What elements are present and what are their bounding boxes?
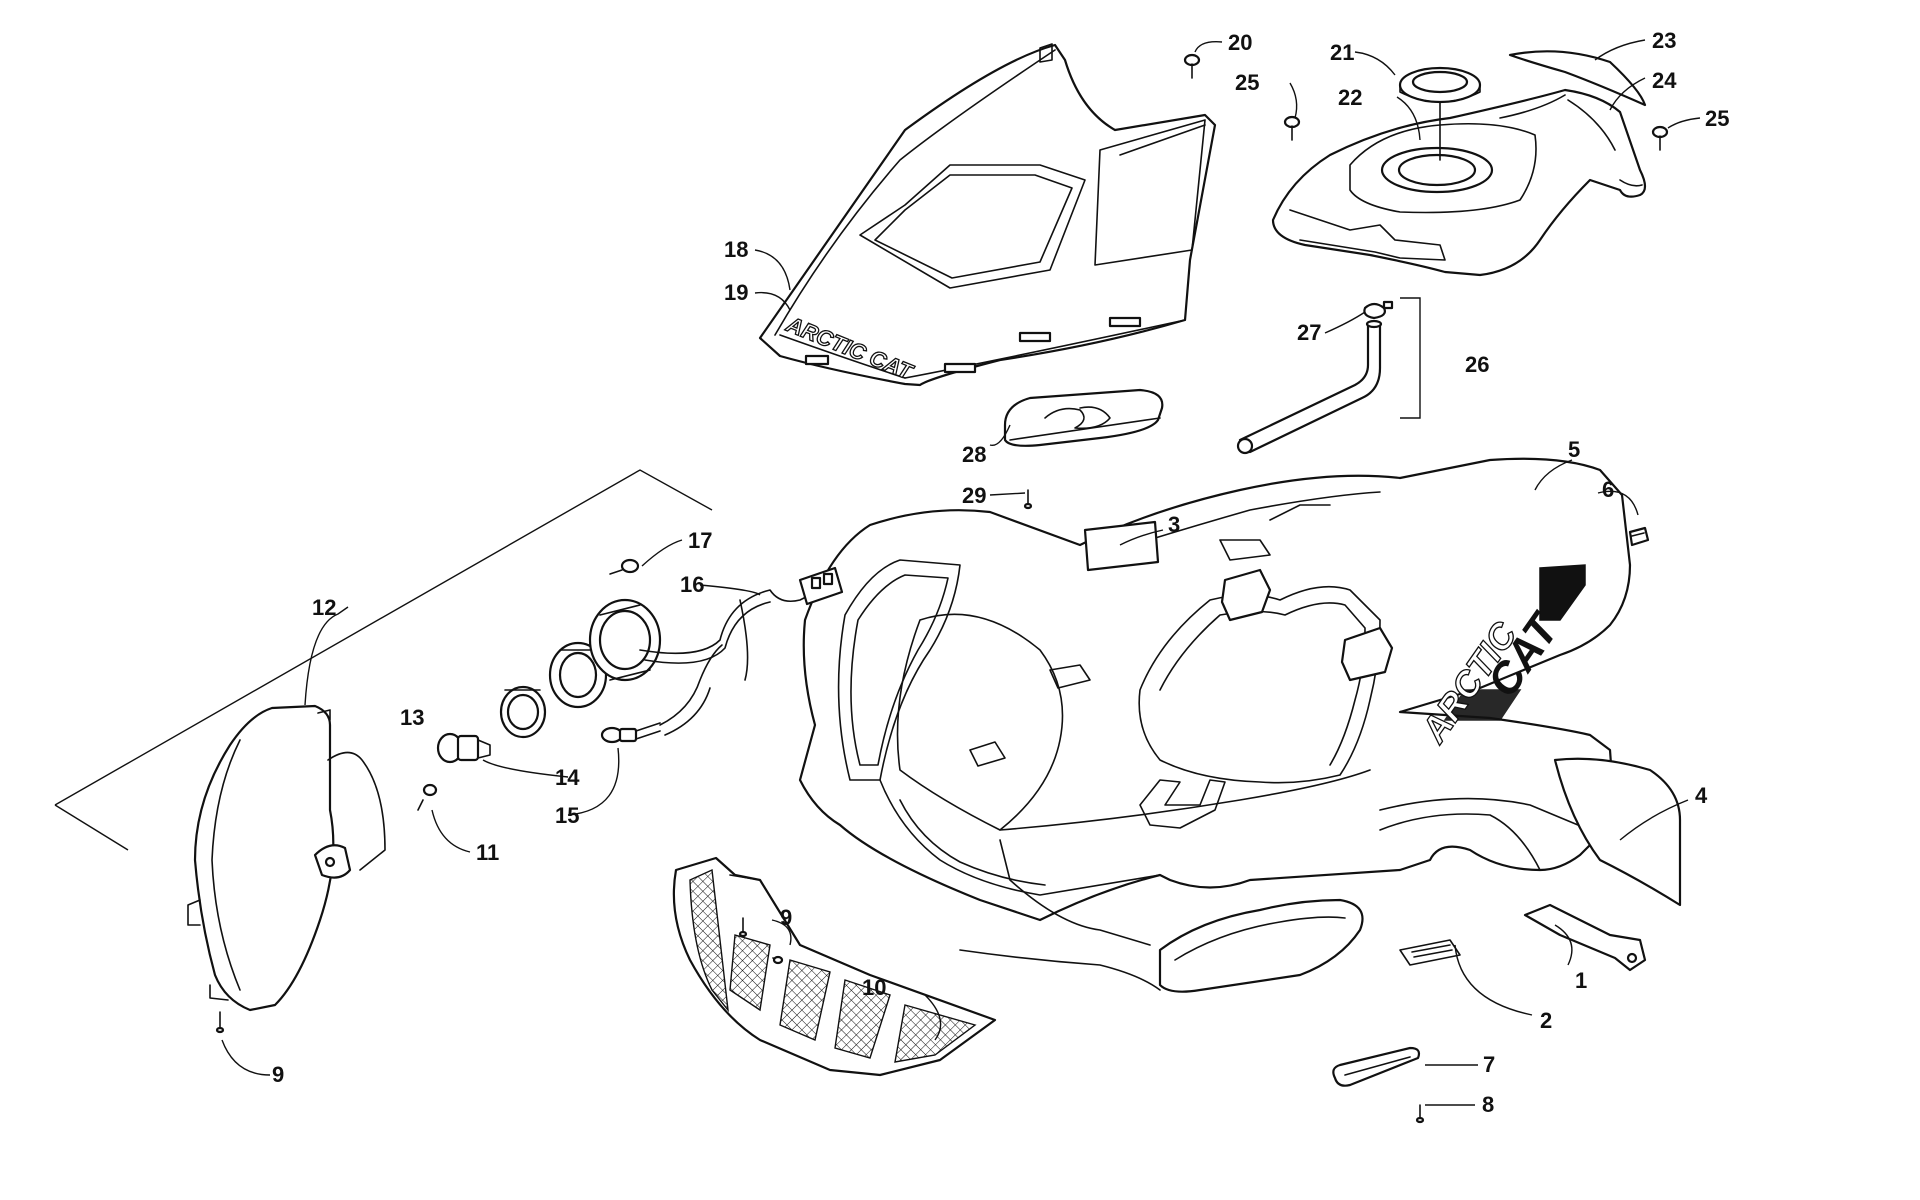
callout-12: 12 (312, 595, 336, 620)
parking-bulb (600, 722, 661, 744)
fender-bracket (1523, 903, 1647, 972)
leader-lines (221, 39, 1701, 1106)
decal-3 (1083, 520, 1160, 572)
callout-11: 11 (476, 840, 499, 865)
wire-harness (639, 566, 844, 736)
callout-14: 14 (555, 765, 580, 790)
footrest-pad (1003, 388, 1164, 447)
screw-11 (417, 783, 438, 811)
screw-25-left (1283, 115, 1301, 141)
callout-3: 3 (1168, 512, 1180, 537)
callout-2: 2 (1540, 1008, 1552, 1033)
decal-4 (1553, 757, 1682, 907)
callout-17: 17 (688, 528, 712, 553)
callout-22: 22 (1338, 85, 1362, 110)
callout-26: 26 (1465, 352, 1489, 377)
callout-9-grille: 9 (780, 905, 792, 930)
reflector-7 (1332, 1046, 1421, 1087)
fuel-tank-cover (1271, 88, 1647, 277)
callout-23: 23 (1652, 28, 1676, 53)
screw-17 (609, 558, 640, 575)
callout-9-headlight: 9 (272, 1062, 284, 1087)
decal-23 (1508, 50, 1647, 107)
headlight-bulb (436, 732, 491, 764)
callout-29: 29 (962, 483, 986, 508)
callout-28: 28 (962, 442, 986, 467)
screw-25-right (1651, 125, 1669, 151)
clip-6 (1628, 526, 1650, 547)
callout-1: 1 (1575, 968, 1587, 993)
callout-19: 19 (724, 280, 748, 305)
front-fender: CAT ARCTIC (798, 457, 1632, 993)
callout-20: 20 (1228, 30, 1252, 55)
front-grille (672, 856, 997, 1077)
callout-15: 15 (555, 803, 579, 828)
callout-27: 27 (1297, 320, 1321, 345)
callout-13: 13 (400, 705, 424, 730)
vent-hose (1236, 319, 1383, 455)
callout-4: 4 (1695, 783, 1708, 808)
callout-8: 8 (1482, 1092, 1494, 1117)
callout-5: 5 (1568, 437, 1580, 462)
callout-18: 18 (724, 237, 748, 262)
screw-9-grille (738, 917, 784, 965)
callout-10: 10 (862, 975, 886, 1000)
callouts: 1 2 3 4 5 6 7 8 9 9 10 11 12 13 14 15 16… (272, 28, 1729, 1117)
headlight-housing (187, 704, 386, 1012)
callout-25-left: 25 (1235, 70, 1259, 95)
callout-21: 21 (1330, 40, 1354, 65)
screw-9-headlight (215, 1011, 225, 1034)
callout-6: 6 (1602, 477, 1614, 502)
hose-clamp (1363, 300, 1394, 320)
seat: ARCTIC CAT (758, 43, 1217, 387)
callout-24: 24 (1652, 68, 1677, 93)
screw-29 (1023, 489, 1033, 510)
bulb-socket-ring (499, 685, 547, 739)
bulb-socket (548, 641, 608, 709)
screw-8 (1415, 1104, 1425, 1124)
bulb-housing-cap (588, 598, 662, 682)
screw-20 (1183, 53, 1201, 79)
callout-7: 7 (1483, 1052, 1495, 1077)
callout-16: 16 (680, 572, 704, 597)
callout-25-right: 25 (1705, 106, 1729, 131)
fuel-cap-gasket (1398, 66, 1482, 104)
